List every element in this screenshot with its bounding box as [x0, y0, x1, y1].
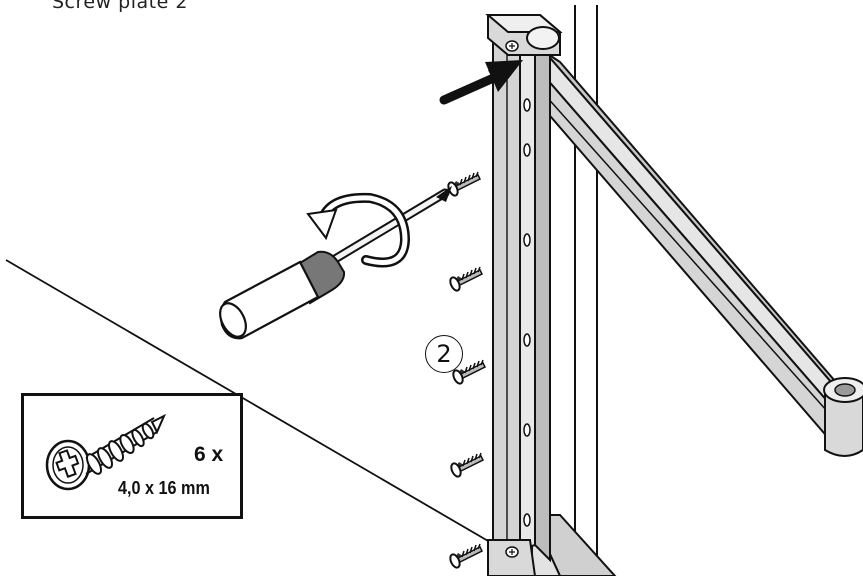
step-number-badge: 2 — [425, 335, 463, 373]
push-arrow-icon — [439, 60, 523, 105]
strut-end-cap — [823, 377, 863, 457]
bottom-hinge — [487, 539, 537, 577]
parts-box: 6 x 4,0 x 16 mm — [21, 393, 243, 519]
screw-size: 4,0 x 16 mm — [118, 478, 210, 498]
screw-quantity: 6 x — [194, 443, 224, 466]
top-hinge — [485, 14, 563, 56]
rotation-arrow-icon — [306, 192, 411, 268]
screwdriver-icon — [219, 186, 452, 340]
mounting-plate — [492, 28, 551, 563]
step-caption: Screw plate 2 — [52, 0, 188, 13]
floor-line — [5, 259, 496, 546]
screw-detail-icon — [45, 413, 167, 491]
diagonal-strut — [530, 50, 861, 443]
